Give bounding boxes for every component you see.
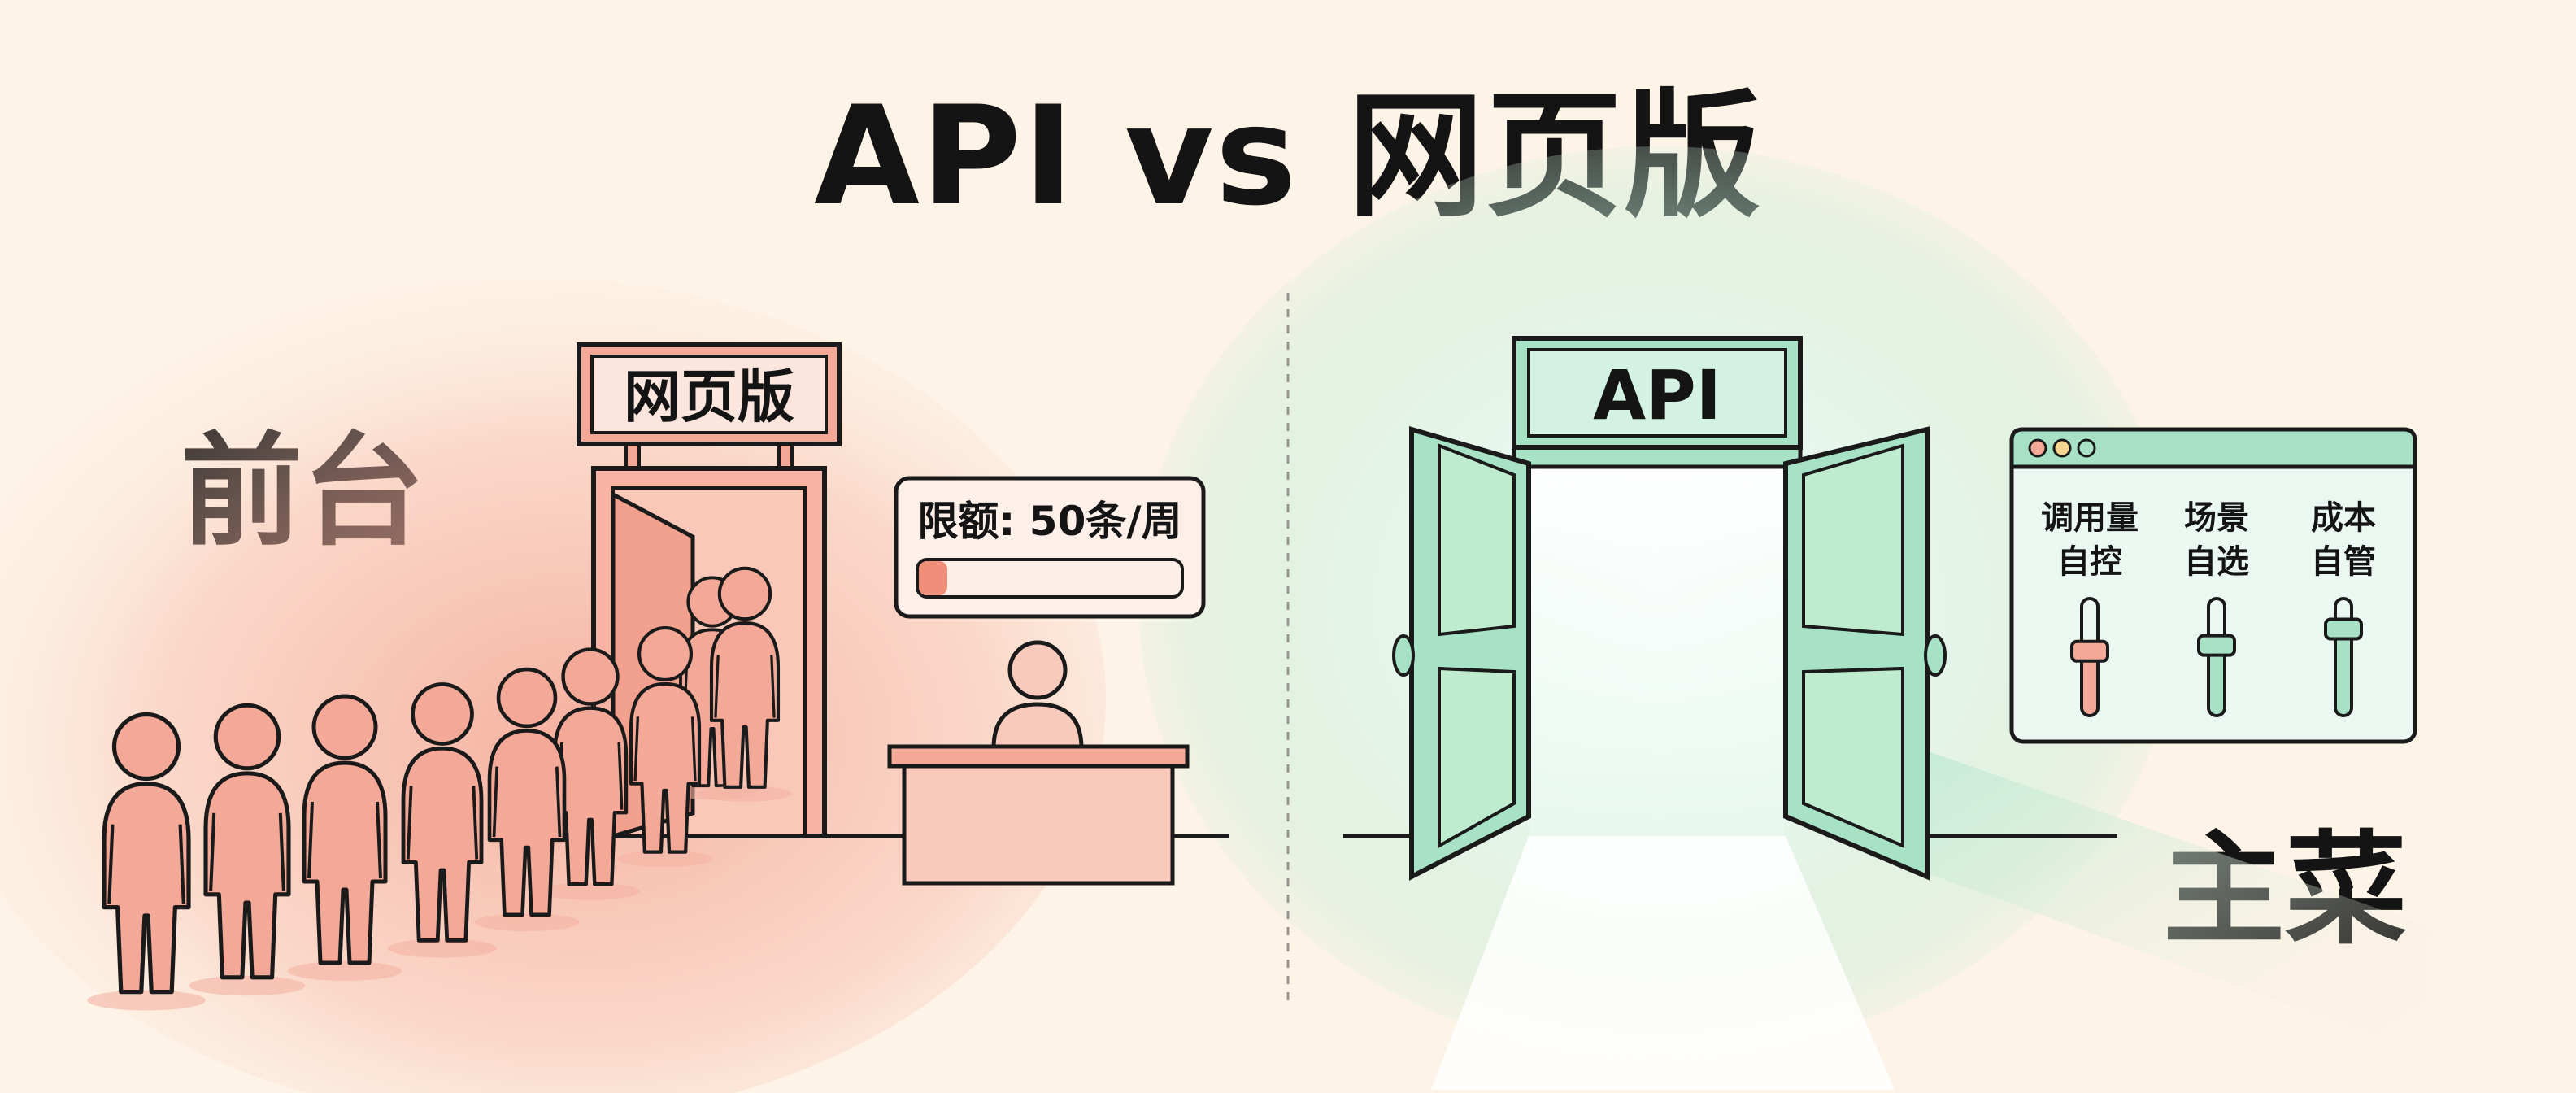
reception-desk	[887, 640, 1190, 886]
person-figure	[387, 682, 498, 958]
person-figure	[617, 625, 713, 868]
queue-of-people	[87, 566, 792, 1011]
quota-bar-fill	[919, 561, 947, 595]
slider-knob	[2070, 639, 2109, 663]
api-sign-text: API	[1593, 355, 1721, 435]
window-dot-icon	[2028, 438, 2047, 458]
control-label-line2: 自控	[2057, 543, 2122, 581]
control-label-line1: 场景	[2184, 499, 2249, 537]
floor-light	[1431, 836, 1895, 1090]
person-figure	[189, 703, 306, 996]
web-sign-text: 网页版	[624, 364, 794, 430]
person-figure	[540, 647, 641, 900]
slider-fill	[2337, 629, 2350, 714]
control-label-line2: 自选	[2184, 543, 2249, 581]
api-doorway: API	[1392, 336, 1947, 1090]
slider-fill	[2083, 651, 2096, 714]
slider-knob	[2197, 634, 2236, 657]
receptionist-head	[1007, 640, 1068, 700]
api-door-opening	[1530, 464, 1784, 836]
person-figure	[474, 667, 580, 932]
quota-bar-track	[916, 558, 1184, 599]
web-sign: 网页版	[577, 342, 842, 470]
person-figure	[698, 566, 792, 802]
slider-knob	[2324, 617, 2363, 641]
quota-box: 限额: 50条/周	[894, 476, 1206, 619]
window-dot-icon	[2052, 438, 2072, 458]
quota-text: 限额: 50条/周	[917, 498, 1181, 545]
window-dot-icon	[2077, 438, 2096, 458]
slider-fill	[2210, 645, 2223, 714]
control-label-line2: 自管	[2311, 543, 2376, 581]
person-figure	[288, 694, 402, 981]
person-figure	[87, 712, 206, 1011]
control-label-line1: 成本	[2311, 499, 2376, 537]
control-label-line1: 调用量	[2041, 499, 2139, 537]
right-light-beam	[1919, 748, 2431, 1057]
